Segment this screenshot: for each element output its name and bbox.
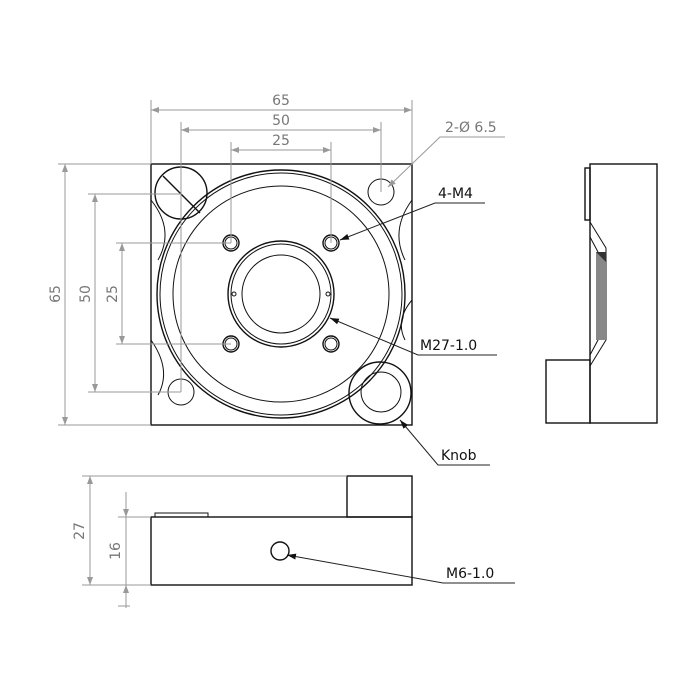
dim-height-27: 27: [72, 522, 88, 540]
dim-height-65: 65: [48, 285, 64, 303]
callout-corner-holes: 2-Ø 6.5: [445, 120, 497, 136]
m6-hole: [270, 541, 290, 561]
dim-height-16: 16: [108, 542, 124, 560]
dim-height-50: 50: [78, 285, 94, 303]
front-view: [150, 163, 413, 426]
knob-housing: [346, 475, 413, 518]
callout-m4-holes: 4-M4: [438, 186, 473, 202]
dim-width-25: 25: [272, 133, 290, 149]
rotation-ring-inner: [172, 185, 390, 403]
callout-m6-thread: M6-1.0: [446, 566, 494, 582]
callout-m27-thread: M27-1.0: [420, 338, 477, 354]
dim-height-25: 25: [105, 285, 121, 303]
base-plate-outline: [150, 163, 413, 426]
bottom-dimensions: 27 16: [72, 475, 347, 608]
bottom-view: [150, 475, 413, 586]
knob-front: [348, 361, 412, 425]
callouts: 2-Ø 6.5 4-M4 M27-1.0 Knob M6-1.0: [286, 120, 515, 584]
gear-teeth: [596, 252, 606, 340]
dim-width-65: 65: [272, 93, 290, 109]
dim-width-50: 50: [272, 113, 290, 129]
side-view: [545, 163, 658, 424]
rotation-ring-outer: [156, 169, 406, 419]
center-bore: [241, 254, 321, 334]
center-ring: [227, 240, 335, 348]
m4-holes: [222, 234, 340, 353]
front-dimensions: 65 50 25 65 50 25: [48, 93, 413, 426]
knob-side: [545, 359, 591, 424]
callout-knob: Knob: [441, 448, 477, 464]
